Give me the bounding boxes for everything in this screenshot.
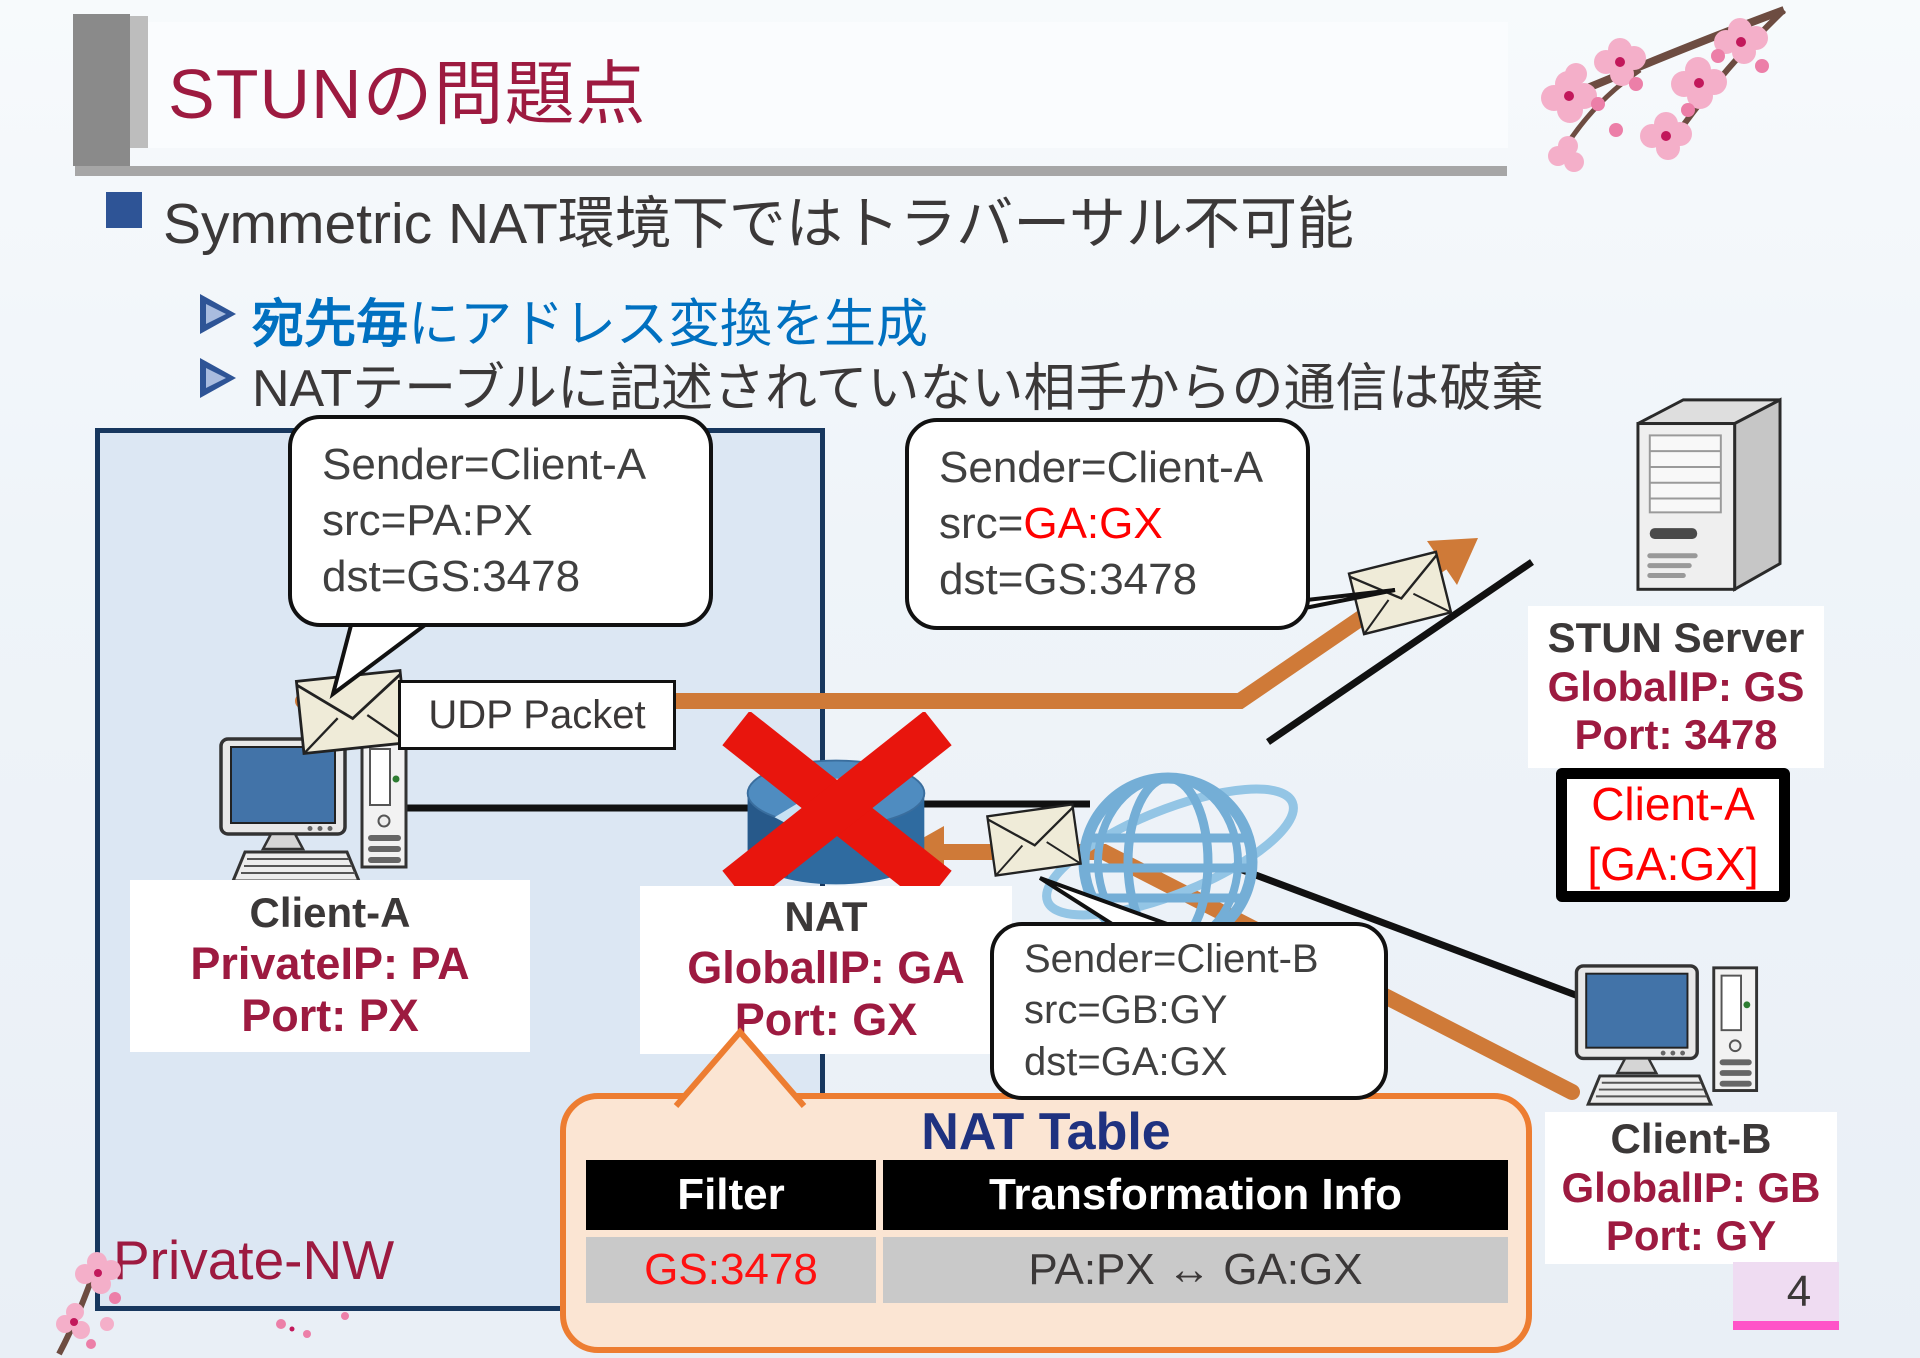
private-network-label: Private-NW bbox=[113, 1229, 395, 1291]
nat-table-cell-filter: GS:3478 bbox=[586, 1237, 876, 1303]
client-b-port: Port: GY bbox=[1605, 1212, 1777, 1260]
link-internet-clientb bbox=[1235, 864, 1599, 1007]
client-b-address: GlobalIP: GB bbox=[1561, 1163, 1821, 1211]
sub-bullet-1: 宛先毎にアドレス変換を生成 bbox=[252, 282, 928, 357]
clienta-mapping-box: Client-A [GA:GX] bbox=[1556, 768, 1790, 902]
bullet-main-text: Symmetric NAT環境下ではトラバーサル不可能 bbox=[163, 192, 1355, 256]
nat-table-pointer bbox=[673, 1027, 807, 1108]
client-b-name: Client-B bbox=[1610, 1114, 1772, 1162]
clientb-packet-envelope-icon bbox=[986, 803, 1082, 877]
packet-bubble-clientb: Sender=Client-B src=GB:GY dst=GA:GX bbox=[990, 922, 1388, 1100]
client-a-address: PrivateIP: PA bbox=[190, 938, 470, 990]
bubble-line: dst=GS:3478 bbox=[939, 555, 1198, 605]
bubble-line: src=PA:PX bbox=[322, 495, 533, 545]
stun-server-port: Port: 3478 bbox=[1574, 711, 1778, 759]
blossom-flowers bbox=[1541, 18, 1769, 172]
bubble-line-highlight: GA:GX bbox=[1023, 498, 1163, 548]
title-band bbox=[148, 22, 1508, 148]
nat-address: GlobalIP: GA bbox=[687, 942, 965, 994]
bubble-line-prefix: src= bbox=[939, 498, 1024, 548]
title-accent-bar-dark bbox=[73, 14, 130, 166]
sub-bullet-arrow-icon bbox=[200, 358, 236, 398]
bullet-square-icon bbox=[106, 192, 142, 228]
client-a-label: Client-A PrivateIP: PA Port: PX bbox=[130, 880, 530, 1052]
udp-packet-label: UDP Packet bbox=[398, 680, 676, 750]
client-a-name: Client-A bbox=[249, 889, 411, 937]
sub-bullet-1-rest: にアドレス変換を生成 bbox=[408, 296, 929, 354]
client-b-computer-icon bbox=[1574, 964, 1759, 1106]
client-a-port: Port: PX bbox=[241, 990, 419, 1042]
link-internet-stun bbox=[1266, 559, 1534, 745]
nat-table-title: NAT Table bbox=[921, 1103, 1171, 1161]
sub-bullet-2: NATテーブルに記述されていない相手からの通信は破棄 bbox=[252, 360, 1544, 418]
stun-server-icon bbox=[1636, 397, 1782, 592]
nat-name: NAT bbox=[784, 893, 868, 941]
stun-server-label: STUN Server GlobalIP: GS Port: 3478 bbox=[1528, 606, 1824, 768]
sub-bullet-1-bold: 宛先毎 bbox=[252, 296, 409, 354]
blocked-x-icon bbox=[722, 712, 952, 904]
page-title: STUNの問題点 bbox=[168, 55, 647, 133]
nat-table-cell-transformation: PA:PX ↔ GA:GX bbox=[883, 1237, 1508, 1303]
packet-bubble-clienta-translated: Sender=Client-A src=GA:GX dst=GS:3478 bbox=[905, 418, 1310, 630]
udp-envelope-icon bbox=[294, 668, 410, 756]
bubble-line: src=GA:GX bbox=[939, 496, 1306, 552]
cherry-blossom-decoration bbox=[56, 1252, 349, 1356]
client-b-label: Client-B GlobalIP: GB Port: GY bbox=[1545, 1112, 1837, 1264]
cherry-blossom-decoration bbox=[1541, 6, 1787, 172]
nat-label: NAT GlobalIP: GA Port: GX bbox=[640, 886, 1012, 1054]
nat-table-header-filter: Filter bbox=[586, 1160, 876, 1230]
client-a-computer-icon bbox=[219, 737, 408, 883]
mapping-line1: Client-A bbox=[1591, 778, 1755, 831]
bubble-line: dst=GA:GX bbox=[1024, 1039, 1228, 1084]
bubble-line: src=GB:GY bbox=[1024, 988, 1228, 1033]
mapping-line2: [GA:GX] bbox=[1587, 838, 1759, 890]
sub-bullet-arrow-icon bbox=[200, 294, 236, 334]
title-accent-bar-light bbox=[130, 16, 148, 148]
stun-server-address: GlobalIP: GS bbox=[1547, 662, 1805, 710]
bubble-line: dst=GS:3478 bbox=[322, 552, 581, 602]
nat-table-header-transformation: Transformation Info bbox=[883, 1160, 1508, 1230]
bubble-line: Sender=Client-A bbox=[322, 439, 647, 489]
title-underline bbox=[75, 166, 1507, 176]
nat-port: Port: GX bbox=[734, 994, 918, 1046]
nat-table: Filter Transformation Info GS:3478 PA:PX… bbox=[586, 1160, 1508, 1303]
bubble-line: Sender=Client-B bbox=[1024, 937, 1319, 982]
stun-server-name: STUN Server bbox=[1547, 613, 1805, 661]
bubble-line: Sender=Client-A bbox=[939, 442, 1264, 492]
packet-bubble-clienta-private: Sender=Client-A src=PA:PX dst=GS:3478 bbox=[288, 415, 713, 627]
page-number: 4 bbox=[1733, 1262, 1839, 1330]
